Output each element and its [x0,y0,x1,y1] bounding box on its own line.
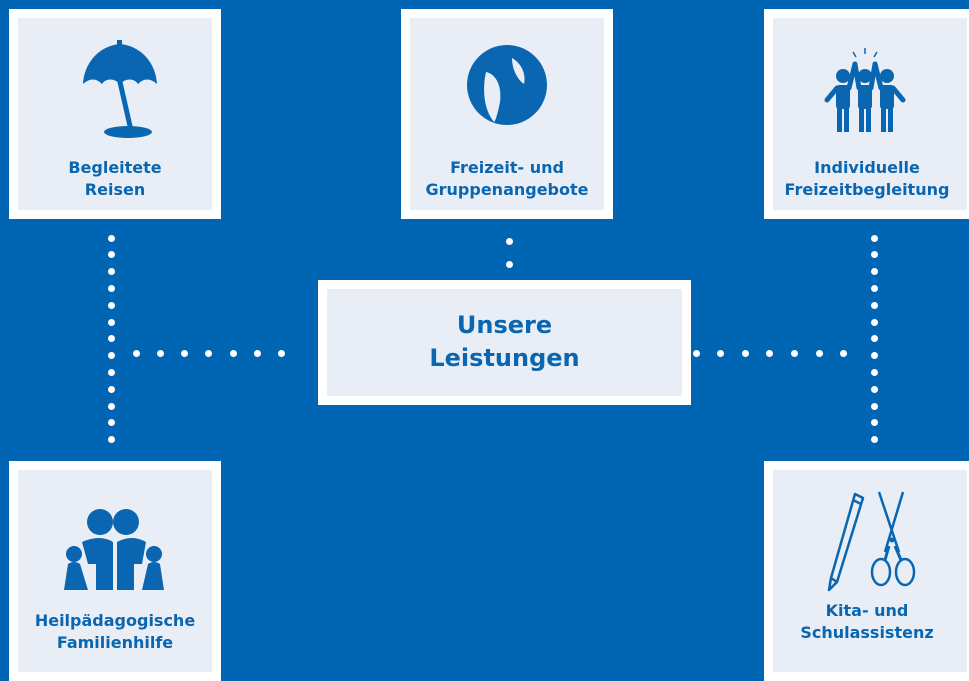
center-title: Unsere Leistungen [429,311,580,372]
connector-dot [107,385,115,393]
connector-dot [870,402,878,410]
service-label: Begleitete Reisen [68,158,162,199]
pencil-scissors-icon [827,491,916,592]
connector-dot [107,352,115,360]
connector-dot [132,349,140,357]
connector-dot [815,349,823,357]
connector-dot [107,284,115,292]
beach-ball-icon [467,45,547,125]
service-card-freizeit-gruppenangebote: Freizeit- und Gruppenangebote [401,9,613,219]
connector-dot [107,402,115,410]
connector-dot [107,335,115,343]
connector-dot [181,349,189,357]
family-icon [64,509,164,590]
connector-dot [107,419,115,427]
connector-dot [107,318,115,326]
beach-umbrella-icon [83,40,157,138]
connector-dot [790,349,798,357]
connector-dot [870,318,878,326]
service-label: Freizeit- und Gruppenangebote [425,158,589,199]
service-label: Heilpädagogische Familienhilfe [34,611,196,652]
connector-dot [278,349,286,357]
connector-dot [870,335,878,343]
service-card-kita-schulassistenz: Kita- und Schulassistenz [764,461,969,681]
service-card-heilpaedagogische-familienhilfe: Heilpädagogische Familienhilfe [9,461,221,681]
connector-dot [205,349,213,357]
connector-dot [717,349,725,357]
connector-dot [870,368,878,376]
connector-dot [870,436,878,444]
connector-dot [870,268,878,276]
connector-dot [870,301,878,309]
connector-dot [505,260,513,268]
service-card-individuelle-freizeitbegleitung: Individuelle Freizeitbegleitung [764,9,969,219]
connector-dot [107,368,115,376]
cheering-group-icon [824,48,906,132]
center-box: Unsere Leistungen [318,280,691,405]
connector-dot [692,349,700,357]
connector-dot [870,419,878,427]
connector-dot [107,436,115,444]
connector-dot [107,234,115,242]
connector-dot [107,268,115,276]
connector-dot [870,385,878,393]
connector-dot [870,251,878,259]
connector-dot [840,349,848,357]
connector-dot [107,301,115,309]
connector-dot [229,349,237,357]
connector-dot [254,349,261,357]
connector-dot [870,352,878,360]
service-card-begleitete-reisen: Begleitete Reisen [9,9,221,219]
connector-dot [505,237,513,245]
connector-dot [107,251,115,259]
connector-dot [766,349,774,357]
service-label: Individuelle Freizeitbegleitung [784,158,950,199]
connector-dot [870,234,878,242]
connector-dot [741,349,749,357]
service-label: Kita- und Schulassistenz [800,601,934,642]
connector-dot [870,284,878,292]
connector-dot [156,349,164,357]
